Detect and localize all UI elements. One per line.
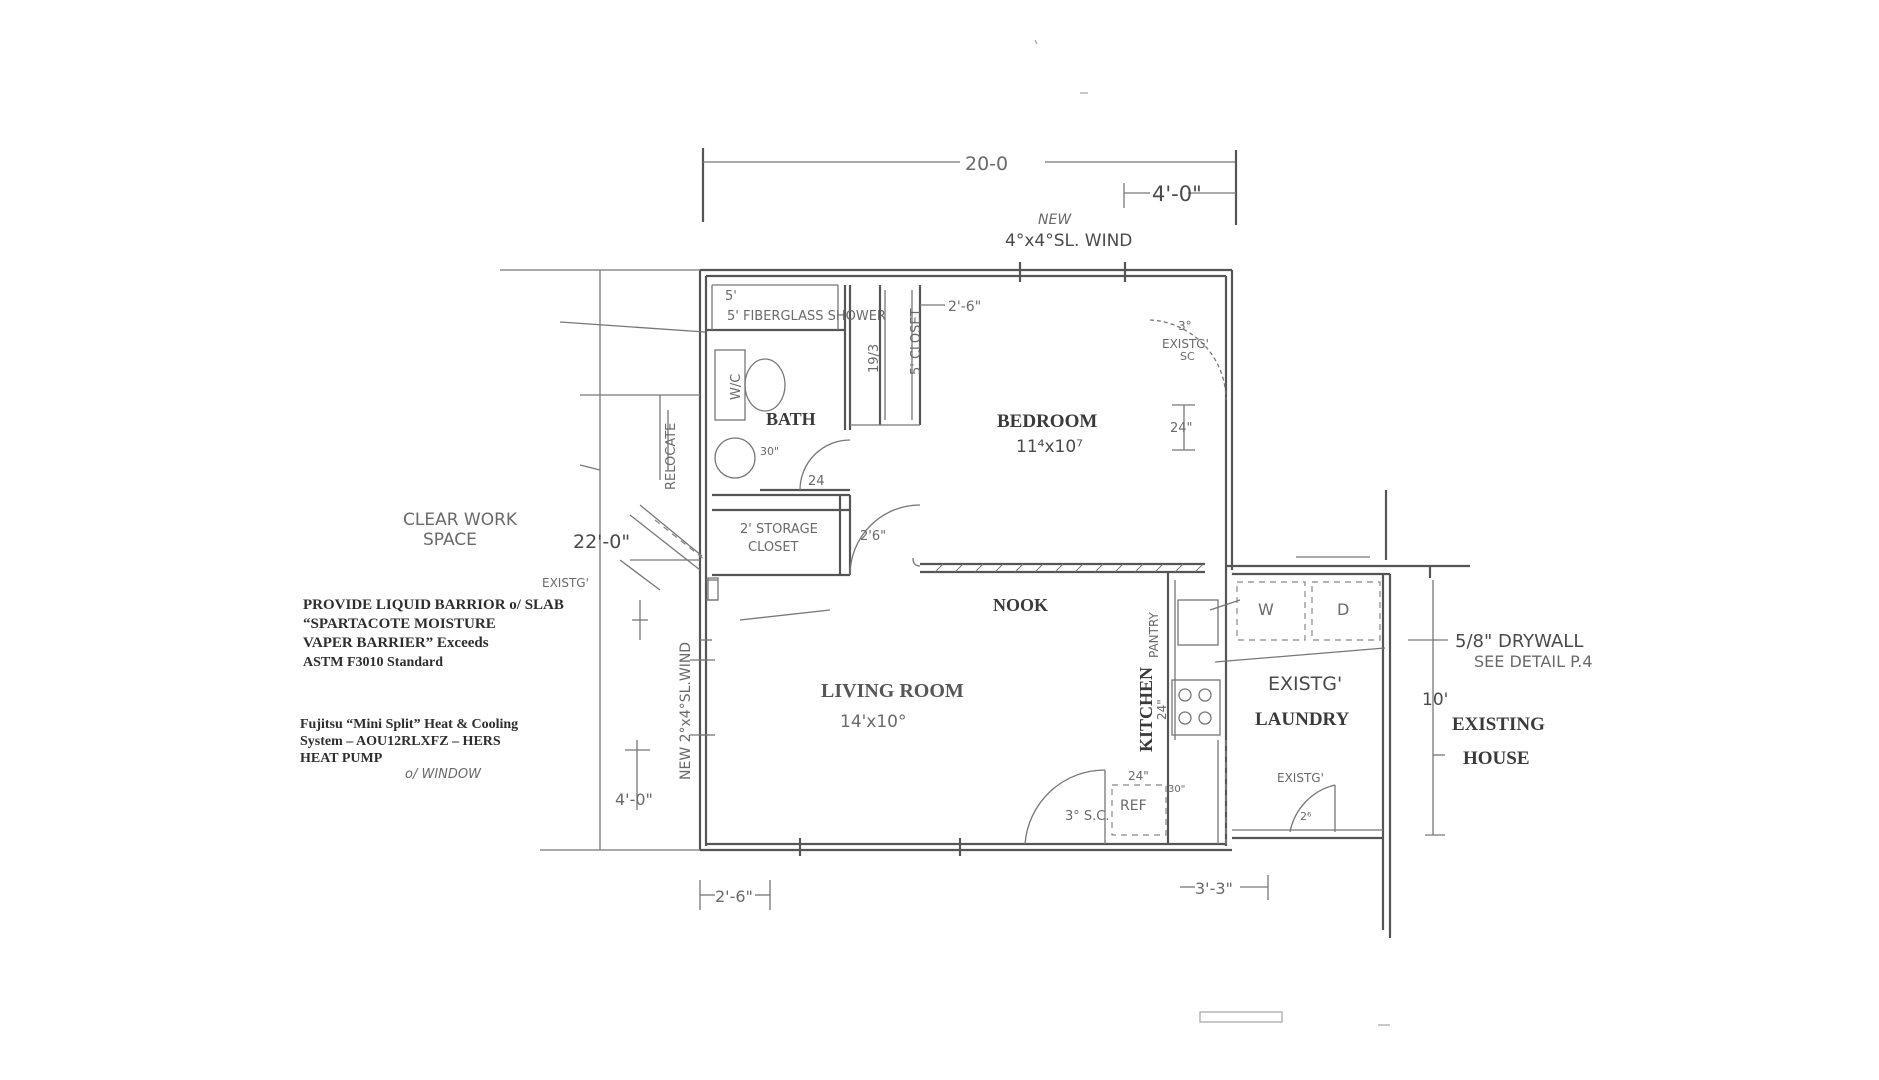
barrier-note-line-4: ASTM F3010 Standard: [303, 655, 443, 670]
living-room-label: LIVING ROOM: [821, 680, 964, 702]
window-note: o/ WINDOW: [405, 767, 482, 782]
existing-house-dimension: 10': [1422, 690, 1448, 710]
bedroom-size-label: 11⁴x10⁷: [1016, 437, 1083, 457]
ref-label: REF: [1120, 798, 1147, 814]
pantry-label: PANTRY: [1147, 611, 1161, 658]
relocate-label: RELOCATE: [664, 423, 679, 490]
existg-laundry-label: EXISTG': [1268, 673, 1342, 695]
new-window-left-label: NEW 2°x4°SL.WIND: [678, 642, 694, 780]
clear-work-label-2: SPACE: [423, 530, 477, 550]
existing-sc-label-3: SC: [1180, 350, 1195, 363]
existg-door-label: EXISTG': [1277, 771, 1324, 785]
bath-area: [706, 284, 852, 497]
living-room-size: 14'x10°: [840, 712, 907, 732]
hvac-note-line-2: System – AOU12RLXFZ – HERS: [300, 734, 501, 749]
hvac-note-line-3: HEAT PUMP: [300, 751, 383, 766]
kitchen-room-label: KITCHEN: [1136, 667, 1156, 752]
kitchen-24-dimension: 24": [1155, 699, 1169, 720]
barrier-note-line-2: “SPARTACOTE MOISTURE: [303, 616, 496, 632]
nook-room-label: NOOK: [993, 595, 1048, 615]
dryer-label: D: [1337, 600, 1349, 619]
wc-label: W/C: [729, 374, 744, 400]
window-offset-dimension: 4'-0": [1152, 182, 1202, 206]
distance-22-dimension: 22'-0": [573, 531, 630, 553]
left-wall-details: [619, 395, 831, 736]
laundry-room-label: LAUNDRY: [1255, 709, 1350, 730]
bedroom-door-dimension: 24": [1170, 421, 1193, 436]
left-window-offset-dimension: 4'-0": [615, 790, 653, 809]
stray-mark: [1034, 39, 1038, 45]
exterior-walls: [698, 262, 1234, 856]
bedroom-closet: [850, 285, 922, 426]
bottom-dimension-lines: [699, 875, 1283, 1023]
bedroom-room-label: BEDROOM: [997, 411, 1097, 432]
new-window-top-spec: 4°x4°SL. WIND: [1005, 231, 1132, 251]
storage-label-1: 2' STORAGE: [740, 522, 818, 537]
sc-door-label: 3° S.C.: [1065, 809, 1110, 824]
closet-width-dimension: 2'-6": [948, 299, 981, 315]
bedroom-existing-door: [1149, 319, 1227, 451]
shower-fiberglass-label: 5' FIBERGLASS SHOWER: [727, 309, 886, 324]
washer-label: W: [1258, 600, 1274, 619]
existing-house-label-1: EXISTING: [1452, 714, 1545, 735]
existing-sc-label-2: EXISTG': [1162, 337, 1209, 351]
shower-label: 5': [725, 289, 737, 304]
existing-house-label-2: HOUSE: [1463, 748, 1530, 769]
overall-width-dimension: 20-0: [965, 153, 1008, 175]
bedroom-nook-wall: [912, 557, 1205, 574]
bottom-left-dimension: 2'-6": [715, 887, 753, 906]
laundry-area: [1209, 490, 1470, 938]
drywall-label-1: 5/8" DRYWALL: [1455, 631, 1583, 652]
bath-door-dimension: 24: [808, 474, 825, 489]
closet-door-label: 19/3: [867, 344, 882, 373]
bath-30-label: 30": [760, 445, 779, 458]
hvac-note-line-1: Fujitsu “Mini Split” Heat & Cooling: [300, 717, 518, 732]
barrier-note-line-3: VAPER BARRIER” Exceeds: [303, 635, 489, 651]
existing-sc-label-1: 3°: [1178, 319, 1192, 333]
barrier-note-line-1: PROVIDE LIQUID BARRIOR o/ SLAB: [303, 597, 564, 613]
bottom-right-dimension: 3'-3": [1195, 879, 1233, 898]
living-sc-door: [1024, 769, 1106, 845]
bath-room-label: BATH: [766, 409, 816, 429]
left-dimension-lines: [500, 269, 706, 851]
new-window-top-label: NEW: [1038, 212, 1072, 228]
storage-closet: [712, 495, 921, 577]
ref-30-dimension: 30": [1168, 784, 1185, 795]
clear-work-label-1: CLEAR WORK: [403, 510, 518, 530]
existg-label: EXISTG': [542, 576, 589, 590]
laundry-door-dim: 2⁶: [1300, 810, 1312, 823]
kitchen-area: [1111, 572, 1221, 844]
ref-24-dimension: 24": [1128, 769, 1149, 783]
nook-wall-hatch: [934, 563, 1204, 573]
closet-vertical-label: 5' CLOSET: [909, 308, 924, 375]
top-dimension-lines: [701, 148, 1238, 225]
storage-label-2: CLOSET: [748, 540, 799, 555]
drywall-label-2: SEE DETAIL P.4: [1474, 652, 1593, 671]
storage-door-dimension: 2'6": [860, 529, 886, 544]
